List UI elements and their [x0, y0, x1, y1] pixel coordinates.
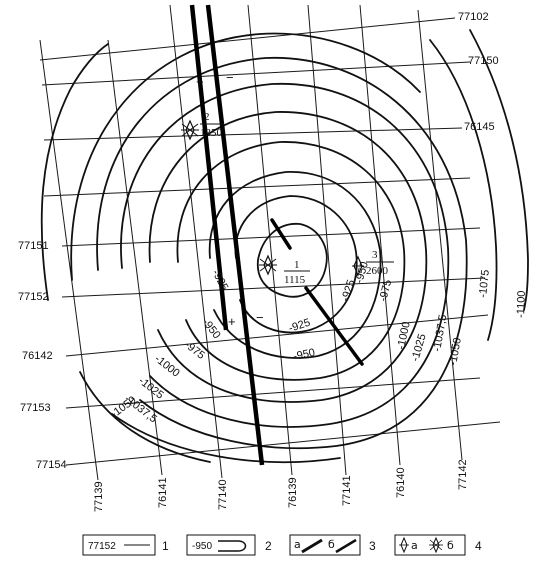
- legend-item-3: а б 3: [289, 534, 376, 556]
- profile-label-77141: 77141: [341, 475, 353, 506]
- fault-signs: + − + −: [196, 70, 264, 329]
- legend-item-2: -950 2: [186, 534, 272, 556]
- contour-1050-south: [111, 413, 341, 463]
- profile-label-77151: 77151: [18, 240, 49, 252]
- contour-925: [234, 195, 358, 334]
- fault-southeast: [304, 286, 364, 366]
- well-type-a-icon: [399, 536, 409, 554]
- contour-1050: [70, 32, 421, 281]
- legend: 77152 1 -950 2 а б 3 а: [82, 534, 482, 556]
- profile-label-77140: 77140: [217, 479, 229, 510]
- contour-outer-west: [40, 43, 109, 301]
- legend-number-3: 3: [369, 539, 376, 553]
- contour-label-1050: -1050: [447, 337, 464, 367]
- contour-1037-5: [96, 57, 468, 450]
- legend-well-b: б: [447, 539, 454, 552]
- contour-label-1000: -1000: [395, 321, 413, 351]
- profile-77139: [39, 39, 99, 481]
- wells: 2 1350 1 1115 3 2600: [181, 111, 394, 286]
- profile-label-76139: 76139: [287, 477, 299, 508]
- fault-sign-upper-plus: +: [196, 74, 204, 89]
- profile-77154: [65, 421, 501, 466]
- profile-77142: [417, 9, 463, 461]
- legend-contour-sample: -950: [192, 541, 212, 552]
- contour-label-975: -975: [377, 278, 394, 302]
- legend-number-4: 4: [475, 539, 482, 553]
- contour-label-1000: -1000: [152, 353, 182, 380]
- well-2-number: 2: [204, 111, 210, 123]
- contour-1075: [429, 39, 498, 341]
- profile-77102: [39, 17, 456, 61]
- fault-sign-lower-minus: −: [256, 310, 264, 325]
- legend-number-1: 1: [162, 539, 169, 553]
- contour-label-1075: -1075: [477, 269, 492, 298]
- well-3-number: 3: [372, 249, 378, 261]
- profile-label-77153: 77153: [20, 402, 51, 414]
- contour-950: [208, 171, 382, 359]
- legend-fault-a: а: [294, 538, 301, 551]
- profile-label-76145: 76145: [464, 121, 495, 133]
- contour-label-1037-5: -1037,5: [431, 314, 449, 353]
- well-2-depth: 1350: [200, 127, 223, 139]
- well-3-depth: 2600: [366, 265, 389, 277]
- well-3: 3 2600: [352, 249, 394, 277]
- profile-77151: [61, 227, 481, 247]
- profile-unnamed-1: [43, 177, 471, 197]
- well-1-number: 1: [294, 259, 300, 271]
- well-type-b-icon: [429, 536, 443, 554]
- profile-77141: [307, 4, 347, 476]
- legend-profile-sample: 77152: [88, 541, 116, 552]
- profile-77152: [61, 277, 486, 298]
- contour-975: [176, 141, 406, 381]
- legend-item-4: а б 4: [394, 534, 482, 556]
- profile-77140: [169, 4, 223, 479]
- profile-label-76140: 76140: [395, 467, 407, 498]
- profile-labels: 77102 77150 76145 77151 77152 76142 7715…: [18, 11, 499, 512]
- well-type-b-icon: [181, 119, 199, 141]
- well-type-a-icon: [352, 255, 364, 277]
- profile-77153: [65, 377, 481, 409]
- well-type-b-icon: [259, 254, 277, 276]
- profile-label-77152: 77152: [18, 291, 49, 303]
- profile-label-76142: 76142: [22, 350, 53, 362]
- profile-77150: [41, 61, 471, 86]
- faults: [189, 4, 364, 466]
- contour-label-1025: -1025: [136, 375, 166, 402]
- profile-label-77102: 77102: [458, 11, 489, 23]
- contour-1025: [120, 83, 450, 428]
- profile-76141: [107, 39, 163, 476]
- profile-label-77150: 77150: [468, 55, 499, 67]
- profile-lines-vertical: [39, 4, 463, 481]
- profile-label-77154: 77154: [36, 459, 67, 471]
- fault-sign-lower-plus: +: [228, 314, 236, 329]
- profile-label-77142: 77142: [457, 459, 469, 490]
- legend-well-a: а: [411, 539, 418, 552]
- fault-north: [270, 218, 292, 250]
- profile-76139: [247, 4, 293, 476]
- contour-1100: [469, 29, 529, 311]
- legend-item-1: 77152 1: [82, 534, 169, 556]
- profile-label-76141: 76141: [157, 477, 169, 508]
- fault-main-east: [205, 4, 265, 466]
- legend-fault-b: б: [328, 538, 335, 551]
- structure-contours: [40, 29, 529, 463]
- profile-label-77139: 77139: [93, 481, 105, 512]
- profile-76140: [359, 4, 401, 466]
- contour-label-950: -950: [292, 347, 316, 363]
- contour-925-inner: [256, 223, 328, 298]
- contour-label-1100: -1100: [515, 290, 528, 318]
- well-1: 1 1115: [259, 254, 310, 286]
- profile-76145: [43, 127, 463, 141]
- fault-sign-upper-minus: −: [226, 70, 234, 85]
- contour-label-950: -950: [353, 260, 371, 284]
- well-2: 2 1350: [181, 111, 224, 141]
- contour-outer-southwest: [79, 371, 211, 463]
- legend-number-2: 2: [265, 539, 272, 553]
- well-1-depth: 1115: [284, 274, 306, 286]
- fault-main-west: [189, 4, 229, 331]
